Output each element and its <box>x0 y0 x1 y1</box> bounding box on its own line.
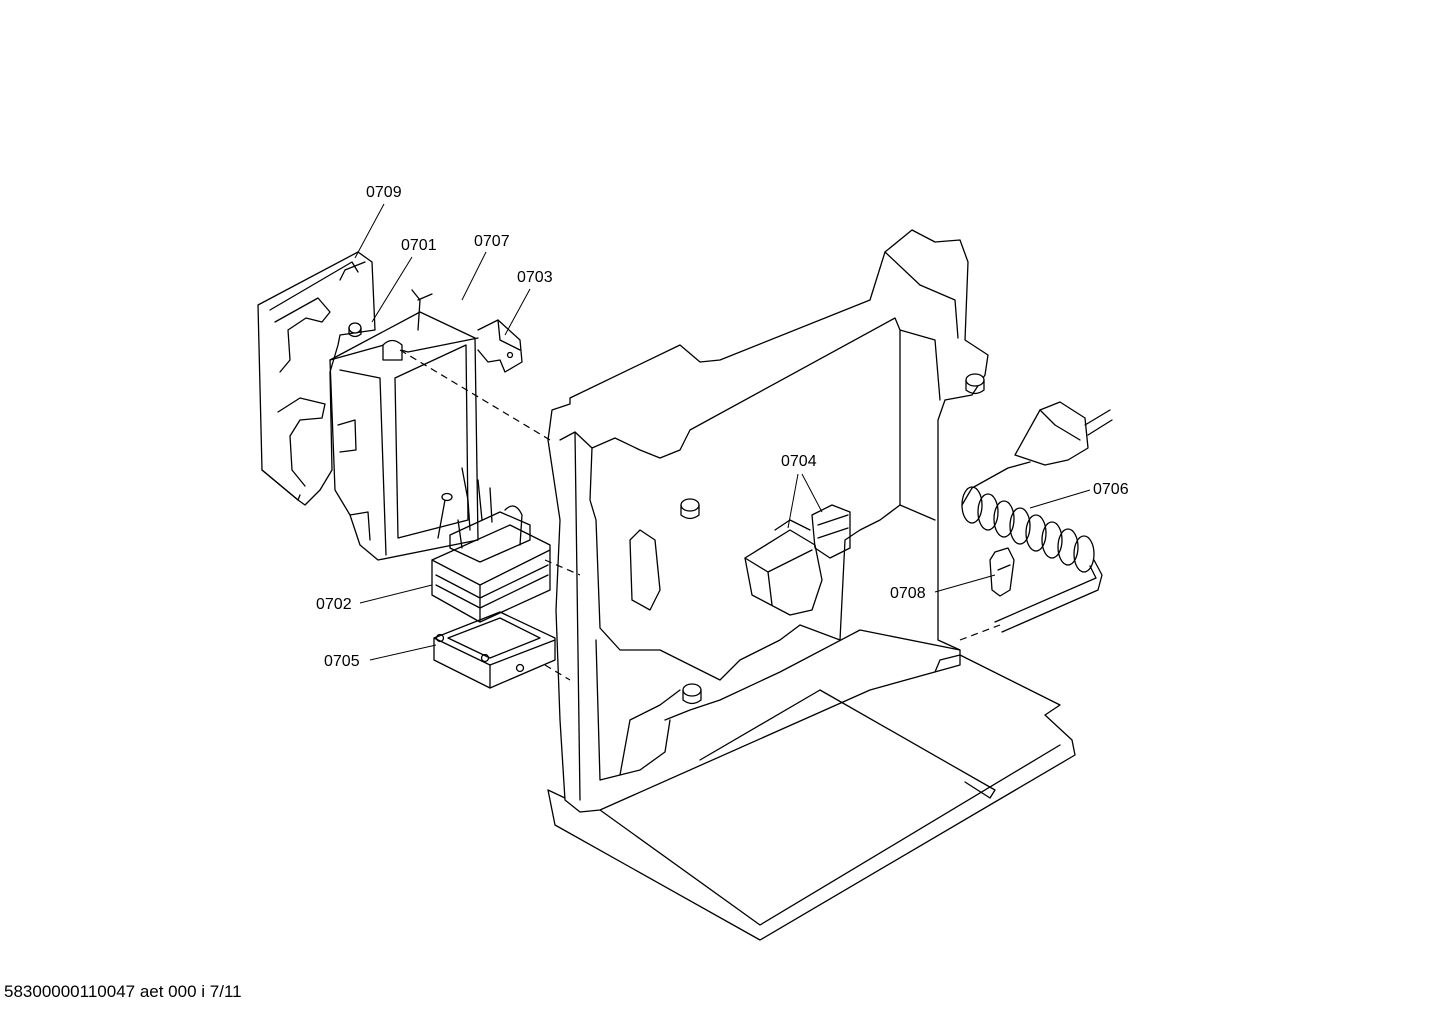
part-label-0704: 0704 <box>781 453 817 470</box>
relay-0704 <box>744 504 851 616</box>
part-label-0705: 0705 <box>324 653 360 670</box>
part-label-0701: 0701 <box>401 237 437 254</box>
chassis-frame <box>547 229 1076 941</box>
screw-0701 <box>348 322 362 338</box>
cover-panel-0709 <box>257 251 376 506</box>
assembly-lines <box>399 349 1001 681</box>
electronics-box-0707 <box>329 289 479 561</box>
leader-lines <box>354 203 1091 661</box>
document-id-footer: 58300000110047 aet 000 i 7/11 <box>4 982 242 1001</box>
part-label-0709: 0709 <box>366 184 402 201</box>
part-label-0706: 0706 <box>1093 481 1129 498</box>
part-label-0708: 0708 <box>890 585 926 602</box>
part-label-0702: 0702 <box>316 596 352 613</box>
bracket-0703 <box>477 319 523 373</box>
power-cord-0706 <box>961 401 1113 633</box>
part-label-0707: 0707 <box>474 233 510 250</box>
part-label-0703: 0703 <box>517 269 553 286</box>
base-box-0705 <box>433 611 556 689</box>
clip-0708 <box>989 547 1015 597</box>
transformer-0702 <box>431 467 551 623</box>
